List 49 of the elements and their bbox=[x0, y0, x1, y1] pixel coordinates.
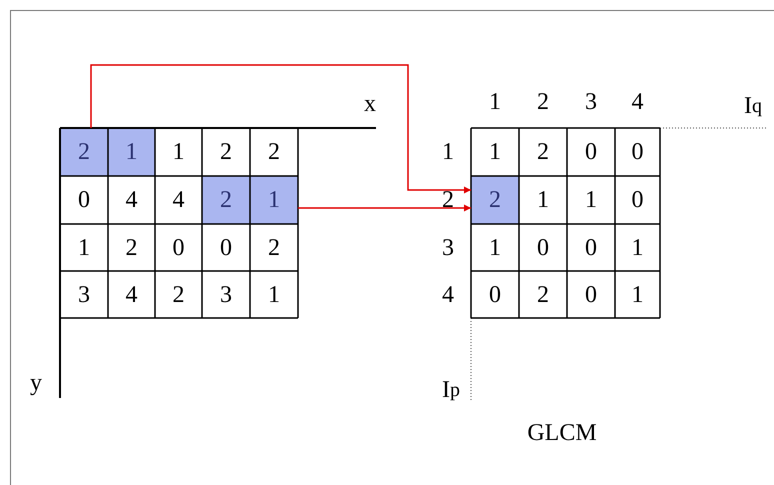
arrow bbox=[90, 64, 471, 194]
cell-value: 1 bbox=[172, 138, 186, 167]
cell-value: 2 bbox=[536, 138, 550, 167]
cell-value: 3 bbox=[77, 280, 91, 310]
cell-value: 1 bbox=[267, 280, 281, 310]
row-header: 2 bbox=[441, 186, 455, 215]
row-header: 3 bbox=[441, 234, 455, 262]
cell-value: 1 bbox=[536, 186, 550, 215]
column-header: 4 bbox=[630, 88, 644, 116]
cell-value: 2 bbox=[219, 138, 233, 167]
column-header: 2 bbox=[536, 88, 550, 116]
cell-value: 0 bbox=[584, 138, 598, 167]
arrow bbox=[298, 204, 471, 212]
cell-value: 3 bbox=[219, 280, 233, 310]
cell-value: 1 bbox=[488, 234, 502, 262]
title-label: GLCM bbox=[526, 419, 598, 448]
cell-value: 0 bbox=[584, 234, 598, 262]
highlighted-cell: 2 bbox=[471, 176, 519, 224]
cell-value: 0 bbox=[630, 186, 644, 215]
cell-value: 1 bbox=[488, 138, 502, 167]
column-header: 3 bbox=[584, 88, 598, 116]
cell-value: 2 bbox=[536, 280, 550, 310]
highlighted-cell: 1 bbox=[108, 128, 155, 176]
axis-label: y bbox=[29, 369, 43, 398]
cell-value: 0 bbox=[77, 186, 91, 215]
cell-value: 2 bbox=[267, 138, 281, 167]
row-header: 1 bbox=[441, 138, 455, 167]
highlighted-cell: 2 bbox=[202, 176, 250, 224]
cell-value: 1 bbox=[630, 234, 644, 262]
column-header: 1 bbox=[488, 88, 502, 116]
cell-value: 2 bbox=[267, 234, 281, 262]
cell-value: 1 bbox=[584, 186, 598, 215]
cell-value: 0 bbox=[219, 234, 233, 262]
cell-value: 0 bbox=[536, 234, 550, 262]
cell-value: 4 bbox=[124, 280, 138, 310]
cell-value: 2 bbox=[172, 280, 186, 310]
cell-value: 4 bbox=[124, 186, 138, 215]
cell-value: 1 bbox=[77, 234, 91, 262]
cell-value: 1 bbox=[630, 280, 644, 310]
axis-label: x bbox=[363, 90, 377, 118]
cell-value: 2 bbox=[124, 234, 138, 262]
cell-value: 4 bbox=[172, 186, 186, 215]
highlighted-cell: 1 bbox=[250, 176, 298, 224]
highlighted-cell: 2 bbox=[60, 128, 108, 176]
cell-value: 0 bbox=[488, 280, 502, 310]
row-header: 4 bbox=[441, 280, 455, 310]
cell-value: 0 bbox=[584, 280, 598, 310]
cell-value: 0 bbox=[630, 138, 644, 167]
cell-value: 0 bbox=[172, 234, 186, 262]
